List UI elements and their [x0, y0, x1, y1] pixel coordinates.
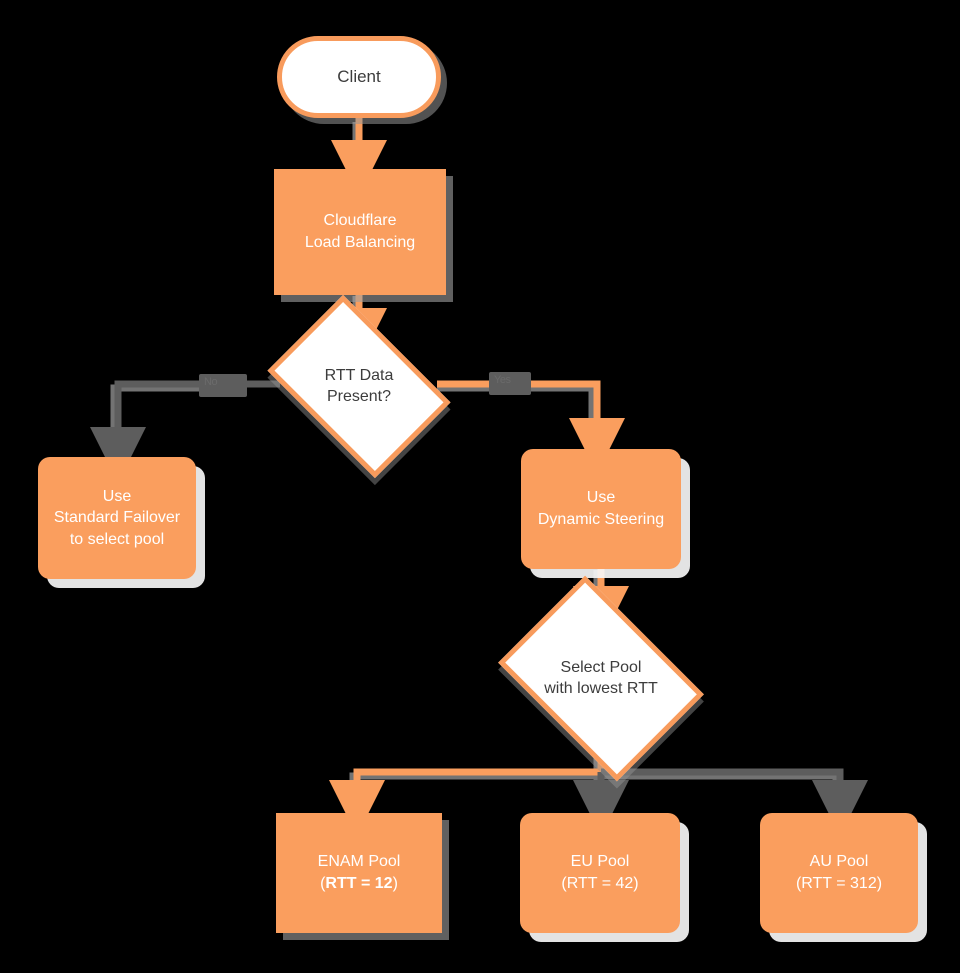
node-select-pool-line2: with lowest RTT	[544, 679, 658, 697]
node-client[interactable]: Client	[277, 36, 441, 118]
edge-label-no: No	[199, 374, 247, 397]
enam-paren-close: )	[392, 875, 398, 892]
node-select-pool-label: Select Pool with lowest RTT	[517, 658, 685, 700]
edge-label-yes: Yes	[489, 372, 531, 395]
node-standard-failover-line1: Use	[102, 487, 132, 505]
enam-paren-open: (	[320, 875, 326, 892]
node-rtt-data-present[interactable]: RTT Data Present?	[267, 294, 451, 479]
node-enam-pool-name: ENAM Pool	[317, 853, 401, 871]
node-standard-failover[interactable]: Use Standard Failover to select pool	[38, 457, 196, 579]
edge-selectpool-to-enam	[329, 740, 605, 836]
enam-rtt-value: RTT = 12	[325, 875, 393, 892]
node-load-balancing-line1: Cloudflare	[323, 212, 397, 230]
node-client-label: Client	[337, 67, 381, 86]
node-enam-pool[interactable]: ENAM Pool (RTT = 12)	[276, 813, 442, 933]
node-au-pool-rtt: (RTT = 312)	[795, 875, 883, 892]
node-eu-pool-name: EU Pool	[570, 853, 630, 871]
node-eu-pool[interactable]: EU Pool (RTT = 42)	[520, 813, 680, 933]
node-eu-pool-rtt: (RTT = 42)	[561, 875, 639, 892]
node-load-balancing-line2: Load Balancing	[304, 234, 416, 251]
node-standard-failover-line3: to select pool	[69, 530, 165, 548]
node-select-pool[interactable]: Select Pool with lowest RTT	[498, 575, 704, 782]
node-rtt-data-present-line2: Present?	[326, 387, 392, 405]
node-au-pool[interactable]: AU Pool (RTT = 312)	[760, 813, 918, 933]
node-au-pool-name: AU Pool	[809, 853, 869, 871]
node-dynamic-steering-line1: Use	[586, 489, 616, 507]
node-dynamic-steering[interactable]: Use Dynamic Steering	[521, 449, 681, 569]
node-standard-failover-line2: Standard Failover	[53, 509, 181, 527]
edge-selectpool-to-au	[601, 768, 868, 836]
node-rtt-data-present-line1: RTT Data	[324, 366, 394, 384]
node-dynamic-steering-line2: Dynamic Steering	[537, 511, 665, 528]
node-rtt-data-present-label: RTT Data Present?	[283, 366, 435, 408]
node-enam-pool-rtt: (RTT = 12)	[320, 873, 398, 895]
node-select-pool-line1: Select Pool	[560, 658, 642, 676]
node-load-balancing[interactable]: Cloudflare Load Balancing	[274, 169, 446, 295]
